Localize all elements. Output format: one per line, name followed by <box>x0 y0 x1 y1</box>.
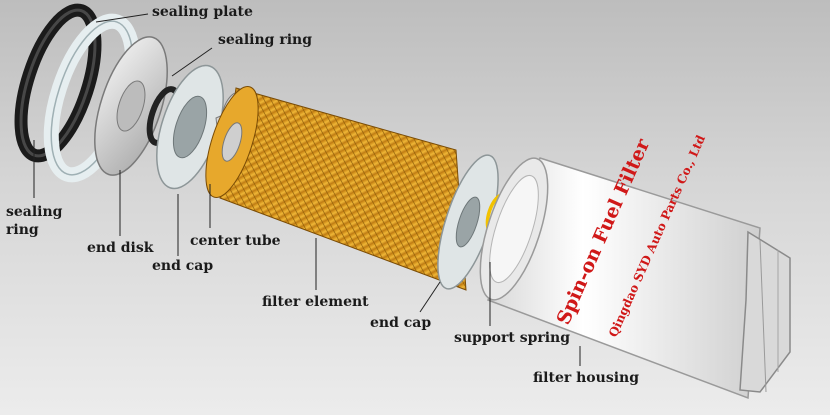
leader-lines <box>33 13 581 366</box>
label-filter-housing: filter housing <box>533 370 639 386</box>
label-sealing-ring-left: sealing ring <box>6 204 63 238</box>
label-center-tube: center tube <box>190 233 281 249</box>
end-disk <box>94 36 168 176</box>
sealing-ring-outer <box>14 3 102 163</box>
label-end-disk: end disk <box>87 240 154 256</box>
label-sealing-ring-top: sealing ring <box>218 32 313 48</box>
filter-housing <box>479 157 791 400</box>
end-cap-left <box>156 64 224 190</box>
label-end-cap-right: end cap <box>370 315 432 331</box>
label-sealing-plate: sealing plate <box>152 4 253 20</box>
filter-element <box>205 85 467 291</box>
label-filter-element: filter element <box>262 294 369 310</box>
label-end-cap-left: end cap <box>152 258 214 274</box>
label-support-spring: support spring <box>454 330 571 346</box>
